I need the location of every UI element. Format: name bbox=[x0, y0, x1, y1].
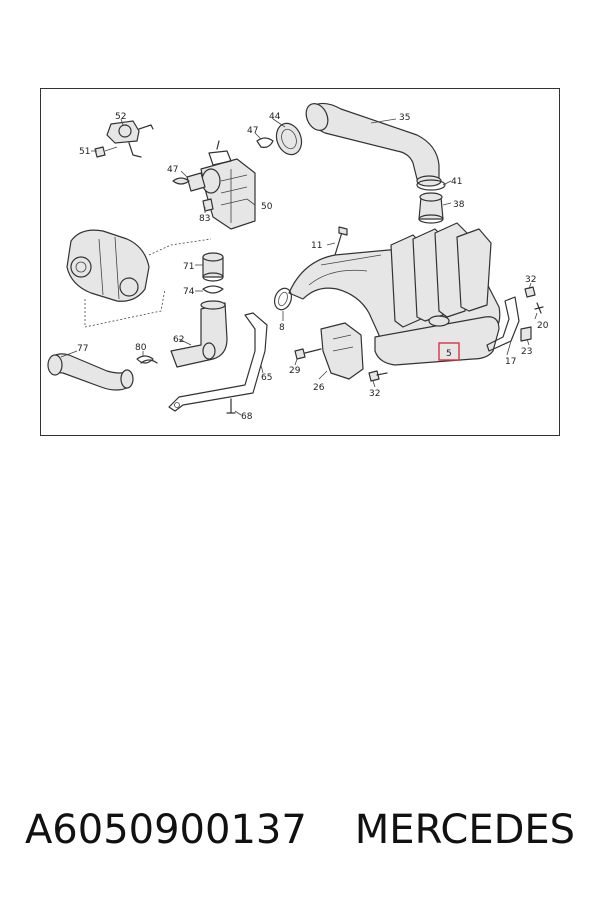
callout-47-top[interactable]: 47 bbox=[247, 126, 258, 136]
elbow-pipe-62-drawing bbox=[170, 300, 228, 368]
coupling-38-drawing bbox=[416, 179, 446, 224]
callout-29[interactable]: 29 bbox=[289, 366, 301, 376]
callout-74[interactable]: 74 bbox=[183, 287, 195, 297]
brand-name: MERCEDES bbox=[354, 807, 576, 853]
callout-23[interactable]: 23 bbox=[521, 347, 532, 357]
callout-47-mid[interactable]: 47 bbox=[167, 165, 178, 175]
bracket-65-drawing bbox=[168, 312, 268, 414]
callout-65[interactable]: 65 bbox=[261, 373, 272, 383]
callout-labels: 52 51 47 44 35 47 83 50 41 38 11 71 74 3… bbox=[77, 112, 549, 422]
callout-71[interactable]: 71 bbox=[183, 262, 194, 272]
callout-52[interactable]: 52 bbox=[115, 112, 126, 122]
right-fasteners-drawing bbox=[486, 286, 544, 352]
bolt-11-drawing bbox=[334, 226, 348, 256]
callout-62[interactable]: 62 bbox=[173, 335, 184, 345]
hose-clamp-44-drawing bbox=[256, 122, 303, 156]
callout-77[interactable]: 77 bbox=[77, 344, 88, 354]
callout-50[interactable]: 50 bbox=[261, 202, 273, 212]
leader-lines bbox=[60, 118, 538, 416]
callout-51[interactable]: 51 bbox=[79, 147, 90, 157]
callout-41[interactable]: 41 bbox=[451, 177, 462, 187]
callout-8[interactable]: 8 bbox=[279, 323, 285, 333]
callout-32-bottom[interactable]: 32 bbox=[369, 389, 380, 399]
part-number: A6050900137 bbox=[24, 807, 307, 853]
callout-38[interactable]: 38 bbox=[453, 200, 465, 210]
callout-80[interactable]: 80 bbox=[135, 343, 147, 353]
callout-20[interactable]: 20 bbox=[537, 321, 549, 331]
turbocharger-drawing bbox=[66, 229, 212, 328]
callout-35[interactable]: 35 bbox=[399, 113, 410, 123]
exploded-parts-diagram: 52 51 47 44 35 47 83 50 41 38 11 71 74 3… bbox=[47, 102, 549, 422]
callout-11[interactable]: 11 bbox=[311, 241, 322, 251]
intake-manifold-5-drawing bbox=[288, 222, 501, 366]
product-caption: A6050900137 MERCEDES bbox=[0, 800, 600, 860]
callout-5[interactable]: 5 bbox=[446, 349, 452, 359]
actuator-52-drawing bbox=[94, 120, 154, 158]
callout-32-right[interactable]: 32 bbox=[525, 275, 536, 285]
gasket-8-drawing bbox=[273, 287, 293, 311]
parts-diagram-frame: 52 51 47 44 35 47 83 50 41 38 11 71 74 3… bbox=[40, 88, 560, 436]
intake-pipe-35-drawing bbox=[305, 102, 442, 187]
valve-50-drawing bbox=[172, 140, 256, 230]
callout-83[interactable]: 83 bbox=[199, 214, 210, 224]
bracket-26-drawing bbox=[294, 322, 388, 382]
hose-77-drawing bbox=[47, 353, 158, 391]
callout-68[interactable]: 68 bbox=[241, 412, 253, 422]
callout-17[interactable]: 17 bbox=[505, 357, 516, 367]
highlight-box-part-5 bbox=[438, 342, 460, 361]
callout-44[interactable]: 44 bbox=[269, 112, 281, 122]
callout-26[interactable]: 26 bbox=[313, 383, 325, 393]
sleeve-71-drawing bbox=[202, 252, 224, 294]
